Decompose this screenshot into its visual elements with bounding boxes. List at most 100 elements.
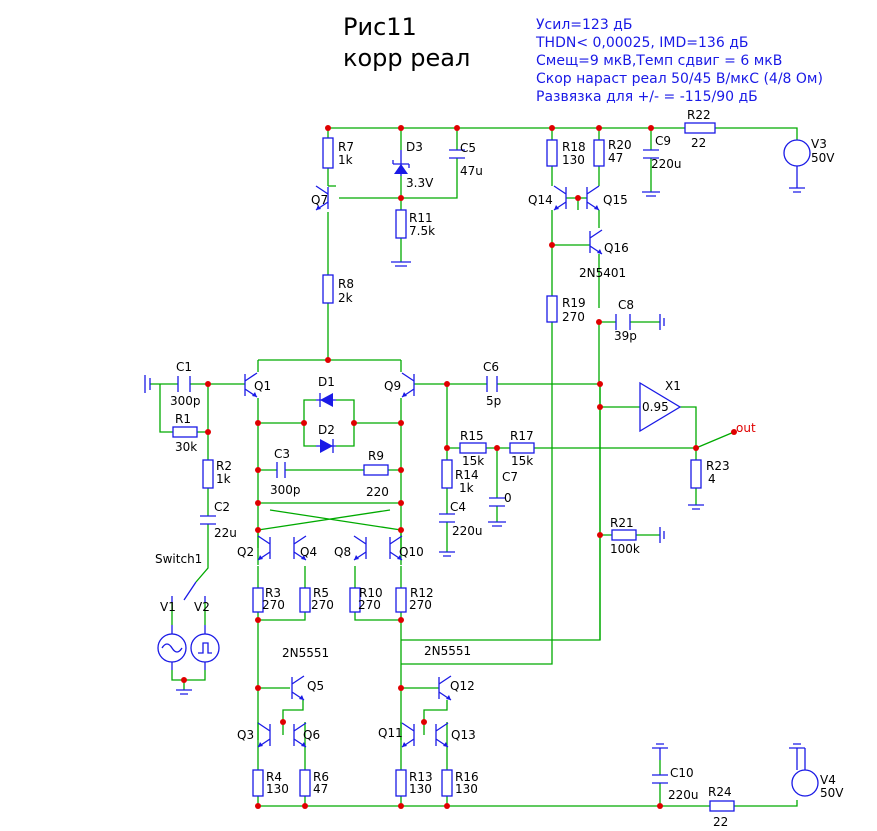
r5 (299, 587, 311, 613)
value-r18: 130 (562, 153, 585, 167)
junction-dot (398, 125, 404, 131)
junction-dot (325, 125, 331, 131)
label-r23: R23 (706, 459, 730, 473)
junction-dot (597, 532, 603, 538)
value-r24: 22 (713, 815, 728, 829)
r13 (395, 769, 407, 797)
value-r8: 2k (338, 291, 353, 305)
value-r9: 220 (366, 485, 389, 499)
label-c1: C1 (176, 360, 192, 374)
x1-buffer (639, 381, 682, 433)
junction-dot (596, 125, 602, 131)
label-r14: R14 (455, 468, 479, 482)
q16-transistor (589, 229, 603, 255)
label-q9: Q9 (384, 379, 401, 393)
label-c2: C2 (214, 500, 230, 514)
label-r15: R15 (460, 429, 484, 443)
value-v3: 50V (811, 151, 835, 165)
r23 (690, 459, 702, 489)
label-c8: C8 (618, 298, 634, 312)
r8 (322, 274, 334, 304)
junction-dot (575, 195, 581, 201)
label-q3: Q3 (237, 728, 254, 742)
r21 (611, 529, 637, 541)
spec-offset: Смещ=9 мкВ,Темп сдвиг = 6 мкВ (536, 53, 783, 69)
junction-dot (648, 125, 654, 131)
value-r2: 1k (216, 472, 231, 486)
q3-transistor (257, 722, 271, 748)
value-r17: 15k (511, 454, 533, 468)
r16 (441, 769, 453, 797)
switch1 (171, 581, 206, 603)
diodes (316, 150, 410, 453)
r4 (252, 769, 264, 797)
junction-dot (351, 420, 357, 426)
value-r12: 270 (409, 598, 432, 612)
label-r18: R18 (562, 140, 586, 154)
part-q12: 2N5551 (424, 644, 471, 658)
label-r10: R10 (359, 586, 383, 600)
junction-dot (657, 803, 663, 809)
value-r21: 100k (610, 542, 640, 556)
value-c5: 47u (460, 164, 483, 178)
q5-transistor (291, 675, 305, 701)
value-c8: 39p (614, 329, 637, 343)
junction-dot (549, 125, 555, 131)
label-r1: R1 (175, 412, 191, 426)
label-d2: D2 (318, 423, 335, 437)
label-q4: Q4 (300, 545, 317, 559)
value-r22: 22 (691, 136, 706, 150)
junction-dot (596, 319, 602, 325)
q7-transistor (315, 185, 329, 211)
label-switch1: Switch1 (155, 552, 202, 566)
value-r5: 270 (311, 598, 334, 612)
label-c4: C4 (450, 500, 466, 514)
junction-dot (255, 527, 261, 533)
label-r16: R16 (455, 770, 479, 784)
r20 (593, 139, 605, 167)
value-r19: 270 (562, 310, 585, 324)
junction-dots (181, 125, 737, 809)
c1 (177, 376, 191, 392)
figure-title: Рис11 (343, 13, 417, 41)
value-r1: 30k (175, 440, 197, 454)
v1-source (157, 625, 187, 670)
c5 (449, 149, 465, 159)
value-r13: 130 (409, 782, 432, 796)
label-r9: R9 (368, 449, 384, 463)
q4-transistor (293, 535, 307, 561)
junction-dot (205, 381, 211, 387)
q9-transistor (401, 372, 415, 398)
junction-dot (255, 617, 261, 623)
capacitors (177, 149, 668, 784)
junction-dot (398, 617, 404, 623)
junction-dot (693, 445, 699, 451)
junction-dot (494, 445, 500, 451)
junction-dot (398, 195, 404, 201)
junction-dot (255, 500, 261, 506)
junction-dot (398, 420, 404, 426)
label-c10: C10 (670, 766, 694, 780)
junction-dot (205, 429, 211, 435)
label-r11: R11 (409, 211, 433, 225)
junction-dot (398, 685, 404, 691)
junction-dot (421, 719, 427, 725)
junction-dot (302, 803, 308, 809)
c6 (486, 376, 498, 392)
junction-dot (255, 685, 261, 691)
labels: R7 1k D3 3.3V C5 47u Q7 R11 7.5k R8 2k C… (155, 108, 844, 829)
r22 (684, 122, 716, 134)
value-r16: 130 (455, 782, 478, 796)
junction-dot (398, 803, 404, 809)
label-r17: R17 (510, 429, 534, 443)
label-v3: V3 (811, 137, 827, 151)
label-q13: Q13 (451, 728, 476, 742)
junction-dot (255, 420, 261, 426)
r19 (546, 295, 558, 323)
q6-transistor (293, 722, 307, 748)
c2 (200, 515, 216, 525)
value-r20: 47 (608, 151, 623, 165)
r2 (202, 459, 214, 489)
r12 (395, 587, 407, 613)
label-r7: R7 (338, 140, 354, 154)
